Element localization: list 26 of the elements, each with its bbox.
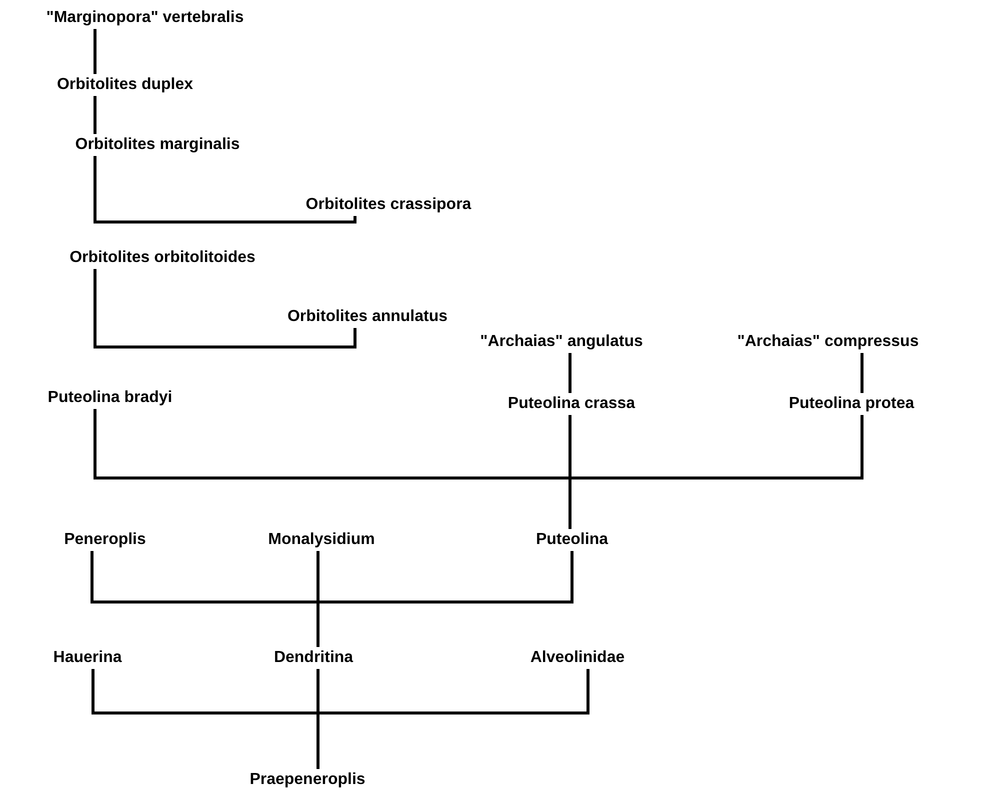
- tree-branch-line: [568, 353, 572, 393]
- taxon-label: Dendritina: [274, 648, 354, 668]
- taxon-label: Peneroplis: [64, 530, 146, 550]
- taxon-label: Puteolina: [536, 530, 608, 550]
- taxon-label: "Marginopora" vertebralis: [46, 8, 244, 28]
- taxon-label: Orbitolites crassipora: [306, 195, 472, 215]
- taxon-label: "Archaias" angulatus: [480, 332, 643, 352]
- tree-branch-line: [94, 269, 356, 348]
- tree-branch-line: [316, 551, 574, 647]
- taxon-label: Orbitolites annulatus: [287, 307, 448, 327]
- taxon-label: Puteolina protea: [788, 394, 914, 414]
- tree-branch-line: [94, 156, 356, 224]
- tree-branch-line: [94, 96, 96, 134]
- taxon-label: Orbitolites duplex: [56, 75, 193, 95]
- tree-branch-line: [568, 415, 864, 529]
- taxon-label: Hauerina: [53, 648, 122, 668]
- taxon-label: Monalysidium: [268, 530, 375, 550]
- tree-branch-line: [860, 353, 864, 393]
- taxon-label: Orbitolites orbitolitoides: [70, 248, 256, 268]
- taxon-label: "Archaias" compressus: [737, 332, 919, 352]
- tree-branch-line: [94, 29, 96, 74]
- taxon-label: Alveolinidae: [530, 648, 625, 668]
- taxon-label: Praepeneroplis: [250, 770, 366, 790]
- taxon-label: Orbitolites marginalis: [75, 135, 240, 155]
- taxon-label: Puteolina bradyi: [48, 388, 172, 408]
- taxon-label: Puteolina crassa: [508, 394, 636, 414]
